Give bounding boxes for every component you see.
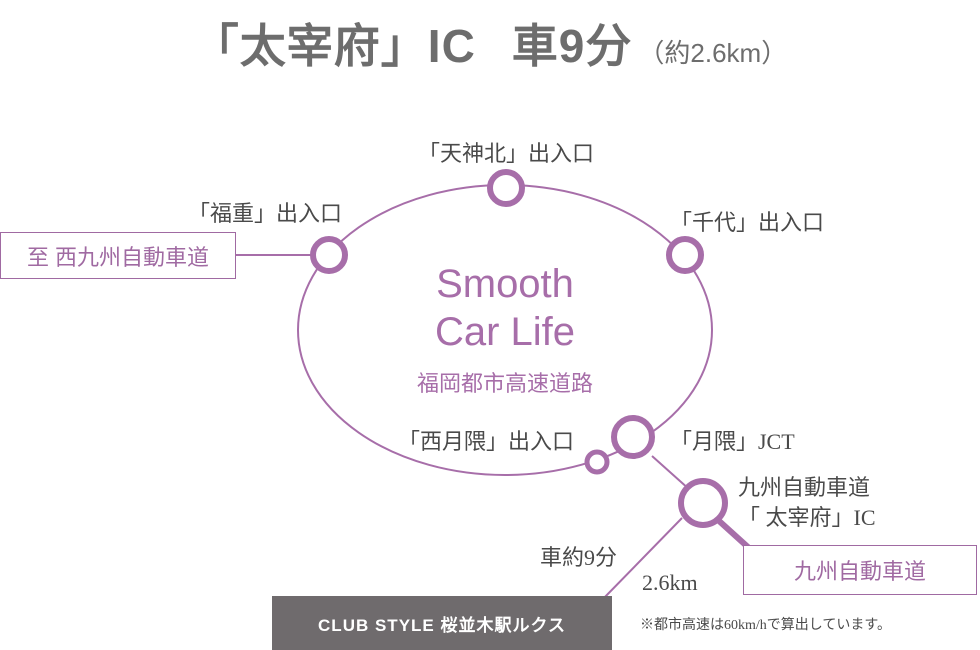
node-tsukiguma-jct [611, 415, 655, 459]
label-dazaifu-ic-line1: 九州自動車道 [738, 475, 871, 500]
headline-distance: （約2.6km） [638, 38, 788, 68]
label-tenjin-kita: 「天神北」出入口 [418, 141, 595, 166]
node-dazaifu-ic [678, 478, 728, 528]
footnote: ※都市高速は60km/hで算出しています。 [640, 618, 891, 633]
node-fukushige [310, 236, 348, 274]
label-tsukiguma-jct: 「月隈」JCT [670, 429, 795, 454]
node-chiyo [666, 236, 704, 274]
headline: 「太宰府」IC 車9分（約2.6km） [0, 10, 980, 76]
route-distance: 2.6km [642, 570, 698, 595]
center-subtitle: 福岡都市高速道路 [416, 371, 593, 396]
box-kyushu-expressway: 九州自動車道 [743, 545, 977, 595]
route-line [601, 517, 683, 601]
jct-to-ic-road [651, 455, 691, 491]
node-tenjin-kita [487, 169, 525, 207]
headline-ic-name: 「太宰府」IC [192, 20, 476, 72]
label-dazaifu-ic-line2: 「 太宰府」IC [738, 505, 876, 530]
route-time: 車約9分 [540, 545, 618, 570]
label-fukushige: 「福重」出入口 [188, 201, 343, 226]
label-nishi-tsukiguma: 「西月隈」出入口 [398, 429, 575, 454]
station-label: CLUB STYLE 桜並木駅ルクス [272, 596, 612, 650]
box-west-kyushu-expressway: 至 西九州自動車道 [0, 232, 236, 279]
headline-drive-time: 車9分 [511, 20, 633, 72]
center-title-line2: Car Life [434, 310, 576, 354]
center-title-line1: Smooth [436, 262, 574, 306]
label-chiyo: 「千代」出入口 [670, 210, 825, 235]
node-nishi-tsukiguma [584, 449, 610, 475]
